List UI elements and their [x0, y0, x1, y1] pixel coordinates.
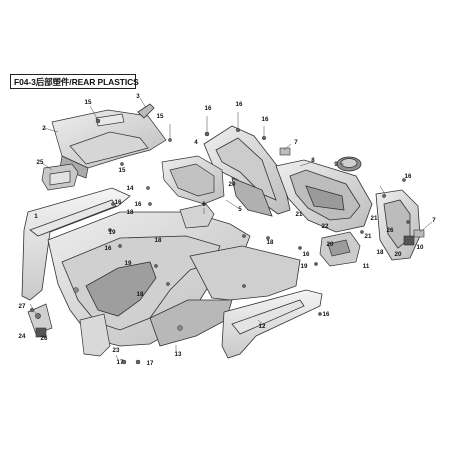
handle-part-3	[137, 103, 155, 119]
side-panel-part-4	[203, 125, 291, 217]
callout-19a: 19	[125, 260, 132, 267]
callout-9: 9	[334, 161, 338, 168]
callout-26a: 26	[41, 335, 48, 342]
hardware-fasteners	[29, 118, 410, 365]
callout-22: 22	[322, 223, 329, 230]
diagram-title: F04-3后部塑件/REAR PLASTICS	[14, 77, 139, 87]
callout-15c: 15	[119, 167, 126, 174]
callout-2: 2	[42, 125, 46, 132]
callout-12: 12	[259, 323, 266, 330]
left-fender-strip-part-1	[21, 187, 131, 301]
bracket-part-11	[319, 231, 361, 267]
callout-13: 13	[175, 351, 182, 358]
callout-21b: 21	[365, 233, 372, 240]
clip-part-7	[279, 147, 425, 238]
callout-17b: 17	[147, 360, 154, 367]
bracket-part-25	[41, 163, 79, 191]
callout-1: 1	[34, 213, 38, 220]
callout-16g: 16	[405, 173, 412, 180]
callout-16a: 16	[205, 105, 212, 112]
rear-trim-part-8	[275, 159, 373, 233]
callout-11: 11	[363, 263, 370, 270]
callout-17a: 17	[117, 359, 124, 366]
callout-16f: 16	[105, 245, 112, 252]
callout-20b: 20	[395, 251, 402, 258]
rear-cover-part-2	[51, 109, 167, 179]
diagram-title-box: F04-3后部塑件/REAR PLASTICS	[10, 74, 139, 89]
mud-flap-part-23	[79, 313, 111, 357]
right-fender-part-12	[221, 289, 323, 359]
callout-21a: 21	[296, 211, 303, 218]
main-fender-body	[47, 211, 301, 347]
callout-24: 24	[19, 333, 26, 340]
callout-6: 6	[202, 201, 206, 208]
callout-27: 27	[19, 303, 26, 310]
callout-16b: 16	[236, 101, 243, 108]
callout-3: 3	[136, 93, 140, 100]
callout-16i: 16	[323, 311, 330, 318]
callout-7a: 7	[294, 139, 298, 146]
callout-23: 23	[113, 347, 120, 354]
callout-18d: 18	[267, 239, 274, 246]
callout-7b: 7	[432, 217, 436, 224]
callout-20c: 20	[327, 241, 334, 248]
callout-19b: 19	[109, 229, 116, 236]
callout-16e: 16	[135, 201, 142, 208]
callout-18e: 18	[377, 249, 384, 256]
cap-part-9	[336, 156, 362, 172]
callout-20a: 20	[229, 181, 236, 188]
callout-16h: 16	[303, 251, 310, 258]
callout-18c: 18	[137, 291, 144, 298]
callout-15a: 15	[85, 99, 92, 106]
callout-14: 14	[127, 185, 134, 192]
callout-16c: 16	[262, 116, 269, 123]
callout-8: 8	[311, 157, 315, 164]
callout-25: 25	[37, 159, 44, 166]
callout-26b: 26	[387, 227, 394, 234]
callout-18a: 18	[127, 209, 134, 216]
bracket-part-24	[27, 303, 53, 335]
callout-18b: 18	[155, 237, 162, 244]
decal-part-26	[35, 235, 415, 338]
callout-19c: 19	[301, 263, 308, 270]
callout-5: 5	[238, 206, 242, 213]
leader-lines	[29, 97, 433, 361]
callout-10: 10	[417, 244, 424, 251]
callout-4: 4	[194, 139, 198, 146]
callout-15b: 15	[157, 113, 164, 120]
bracket-part-6	[179, 203, 215, 229]
callout-16d: 16	[115, 199, 122, 206]
callout-labels: 1 2 3 4 5 6 7 7 8 9 10 11 12 13 14 15 15…	[19, 93, 437, 367]
console-cover-part-5	[161, 155, 225, 205]
callout-21c: 21	[371, 215, 378, 222]
